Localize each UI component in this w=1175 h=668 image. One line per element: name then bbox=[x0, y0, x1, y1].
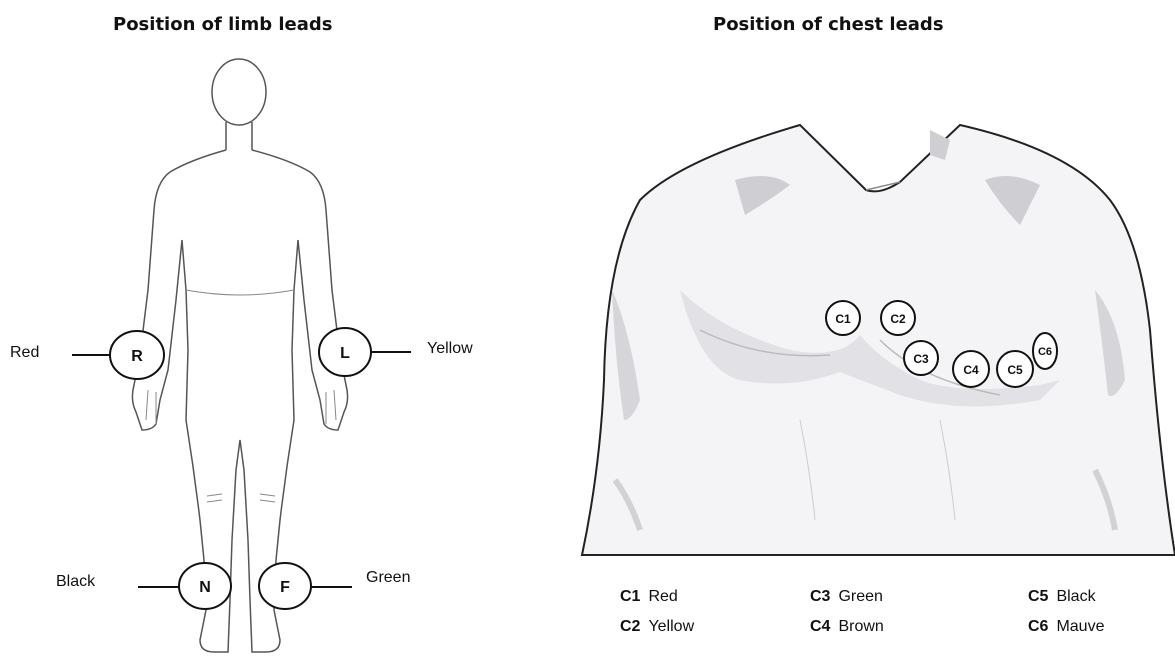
legend-color: Black bbox=[1056, 588, 1095, 605]
legend-color: Brown bbox=[838, 618, 883, 635]
legend-code: C5 bbox=[1028, 588, 1048, 605]
legend-code: C4 bbox=[810, 618, 830, 635]
electrode-r-label: R bbox=[131, 348, 143, 365]
limb-color-red: Red bbox=[10, 344, 39, 362]
legend-row-c2: C2 Yellow bbox=[620, 612, 694, 642]
chest-figure bbox=[582, 125, 1175, 555]
electrode-n-label: N bbox=[199, 579, 211, 596]
electrode-c4-label: C4 bbox=[963, 363, 979, 377]
electrode-l-label: L bbox=[340, 345, 350, 362]
electrode-f-label: F bbox=[280, 579, 290, 596]
legend-color: Red bbox=[648, 588, 677, 605]
legend-code: C3 bbox=[810, 588, 830, 605]
electrode-c1-label: C1 bbox=[835, 312, 851, 326]
legend-code: C1 bbox=[620, 588, 640, 605]
limb-color-green: Green bbox=[366, 569, 410, 587]
legend-row-c6: C6 Mauve bbox=[1028, 612, 1104, 642]
chest-legend-col-2: C3 Green C4 Brown bbox=[810, 582, 884, 642]
legend-color: Green bbox=[838, 588, 882, 605]
electrode-c6-label: C6 bbox=[1038, 346, 1052, 358]
legend-code: C6 bbox=[1028, 618, 1048, 635]
legend-color: Yellow bbox=[648, 618, 694, 635]
chest-legend-col-3: C5 Black C6 Mauve bbox=[1028, 582, 1104, 642]
electrode-c2-label: C2 bbox=[890, 312, 906, 326]
legend-row-c4: C4 Brown bbox=[810, 612, 884, 642]
legend-row-c3: C3 Green bbox=[810, 582, 884, 612]
limb-color-yellow: Yellow bbox=[427, 340, 473, 358]
legend-row-c1: C1 Red bbox=[620, 582, 694, 612]
legend-color: Mauve bbox=[1056, 618, 1104, 635]
legend-row-c5: C5 Black bbox=[1028, 582, 1104, 612]
electrode-c3-label: C3 bbox=[913, 352, 929, 366]
limb-color-black: Black bbox=[56, 573, 95, 591]
chest-legend-col-1: C1 Red C2 Yellow bbox=[620, 582, 694, 642]
electrode-c5-label: C5 bbox=[1007, 363, 1023, 377]
legend-code: C2 bbox=[620, 618, 640, 635]
